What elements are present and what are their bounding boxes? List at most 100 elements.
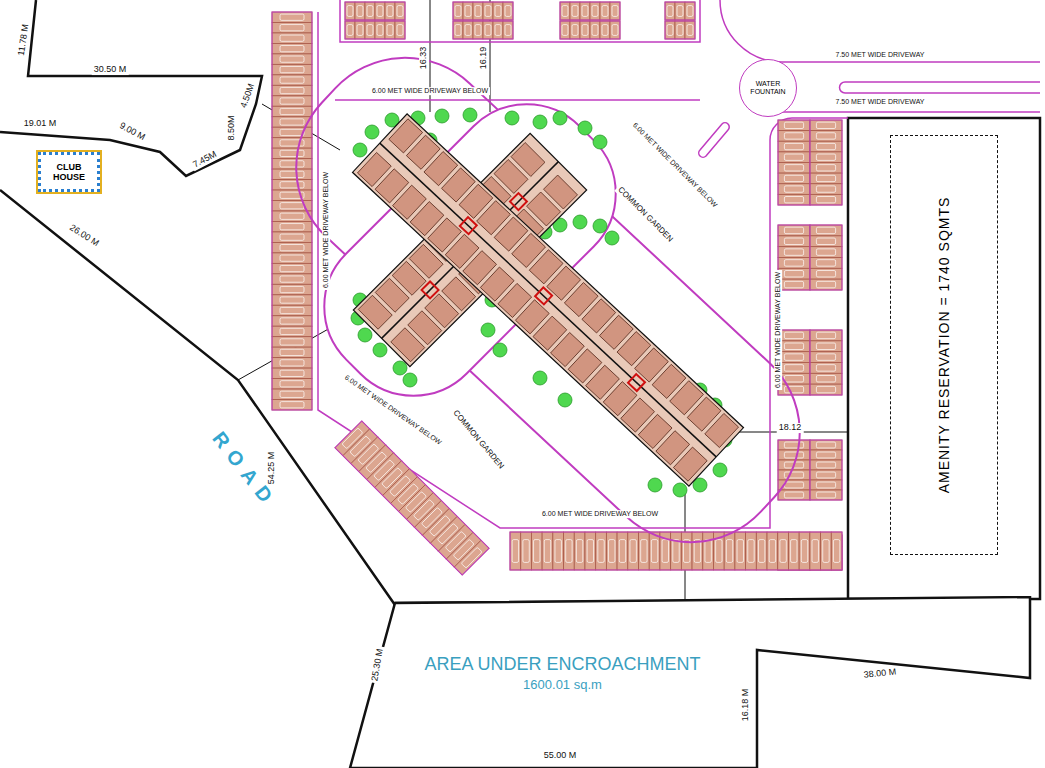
car-symbol (619, 540, 625, 563)
lift-core (460, 217, 477, 234)
car-symbol (677, 25, 683, 36)
parking-bay (810, 194, 842, 205)
car-symbol (816, 154, 835, 160)
car-symbol (387, 25, 393, 36)
parking-bay (778, 152, 810, 163)
parking-bay (810, 163, 842, 174)
tree (573, 215, 587, 229)
parking-bay (453, 21, 463, 39)
car-symbol (357, 6, 363, 17)
car-symbol (816, 175, 835, 181)
parking-bay (767, 532, 778, 570)
parking-bay (463, 21, 473, 39)
car-symbol (784, 482, 803, 488)
car-symbol (816, 260, 835, 267)
parking-bay (810, 470, 842, 480)
parking-bay (810, 152, 842, 163)
car-symbol (784, 175, 803, 181)
parking-bay (483, 21, 493, 39)
car-symbol (280, 265, 304, 271)
parking-bay (778, 450, 810, 460)
tree (358, 328, 372, 342)
car-symbol (280, 150, 304, 156)
parking-bay (272, 316, 312, 326)
car-symbol (816, 165, 835, 171)
parking-bay (493, 2, 503, 20)
car-symbol (280, 87, 304, 93)
driveway-edge (782, 111, 1040, 113)
parking-bay (272, 263, 312, 273)
car-symbol (784, 133, 803, 139)
car-symbol (784, 343, 803, 350)
car-symbol (816, 249, 835, 256)
parking-block (560, 21, 620, 39)
dimension-label: 16.18 M (741, 687, 751, 724)
car-symbol (280, 360, 304, 366)
parking-bay (778, 470, 810, 480)
car-symbol (784, 249, 803, 256)
tower-wing (353, 114, 744, 486)
parking-bay (778, 247, 810, 258)
parking-block (810, 120, 842, 205)
car-symbol (592, 6, 598, 17)
text-holder: AREA UNDER ENCROACHMENT1600.01 sq.m (385, 654, 740, 693)
parking-bay (574, 532, 585, 570)
car-symbol (505, 25, 511, 36)
parking-bay (617, 532, 628, 570)
parking-bay (600, 2, 610, 20)
parking-bay (778, 490, 810, 500)
car-symbol (816, 197, 835, 203)
car-symbol (280, 46, 304, 52)
car-symbol (475, 6, 481, 17)
car-symbol (280, 119, 304, 125)
car-symbol (705, 540, 711, 563)
parking-block (453, 2, 513, 20)
parking-bay (272, 305, 312, 315)
car-symbol (465, 25, 471, 36)
parking-bay (510, 532, 521, 570)
driveway-edge (720, 0, 1040, 62)
parking-bay (375, 21, 385, 39)
dimension-label: 9.00 M (116, 120, 148, 144)
car-symbol (280, 234, 304, 240)
car-symbol (280, 224, 304, 230)
parking-bay (778, 363, 810, 374)
parking-bay (778, 194, 810, 205)
car-symbol (280, 35, 304, 41)
building-name: CLUB HOUSE (41, 162, 97, 183)
parking-bay (570, 21, 580, 39)
parking-bays (272, 2, 842, 575)
parking-bay (272, 22, 312, 32)
dimension-label: 19.01 M (22, 119, 59, 129)
parking-bay (724, 532, 735, 570)
car-symbol (280, 339, 304, 345)
tree (463, 108, 477, 122)
parking-bay (681, 532, 692, 570)
car-symbol (505, 6, 511, 17)
parking-bay (272, 33, 312, 43)
car-symbol (784, 452, 803, 458)
parking-bay (810, 384, 842, 395)
car-symbol (280, 391, 304, 397)
parking-bay (810, 247, 842, 258)
parking-bay (473, 2, 483, 20)
parking-bay (272, 337, 312, 347)
parking-bay (810, 341, 842, 352)
car-symbol (495, 6, 501, 17)
car-symbol (609, 540, 615, 563)
car-symbol (726, 540, 732, 563)
encroachment-boundary (350, 597, 1030, 768)
parking-bay (778, 258, 810, 269)
car-symbol (816, 143, 835, 149)
car-symbol (572, 6, 578, 17)
car-symbol (748, 540, 754, 563)
car-symbol (582, 25, 588, 36)
car-symbol (377, 25, 383, 36)
car-symbol (662, 540, 668, 563)
tree (578, 121, 592, 135)
car-symbol (833, 540, 839, 563)
car-symbol (280, 349, 304, 355)
car-symbol (784, 281, 803, 288)
dimension-label: 38.00 M (861, 667, 898, 681)
